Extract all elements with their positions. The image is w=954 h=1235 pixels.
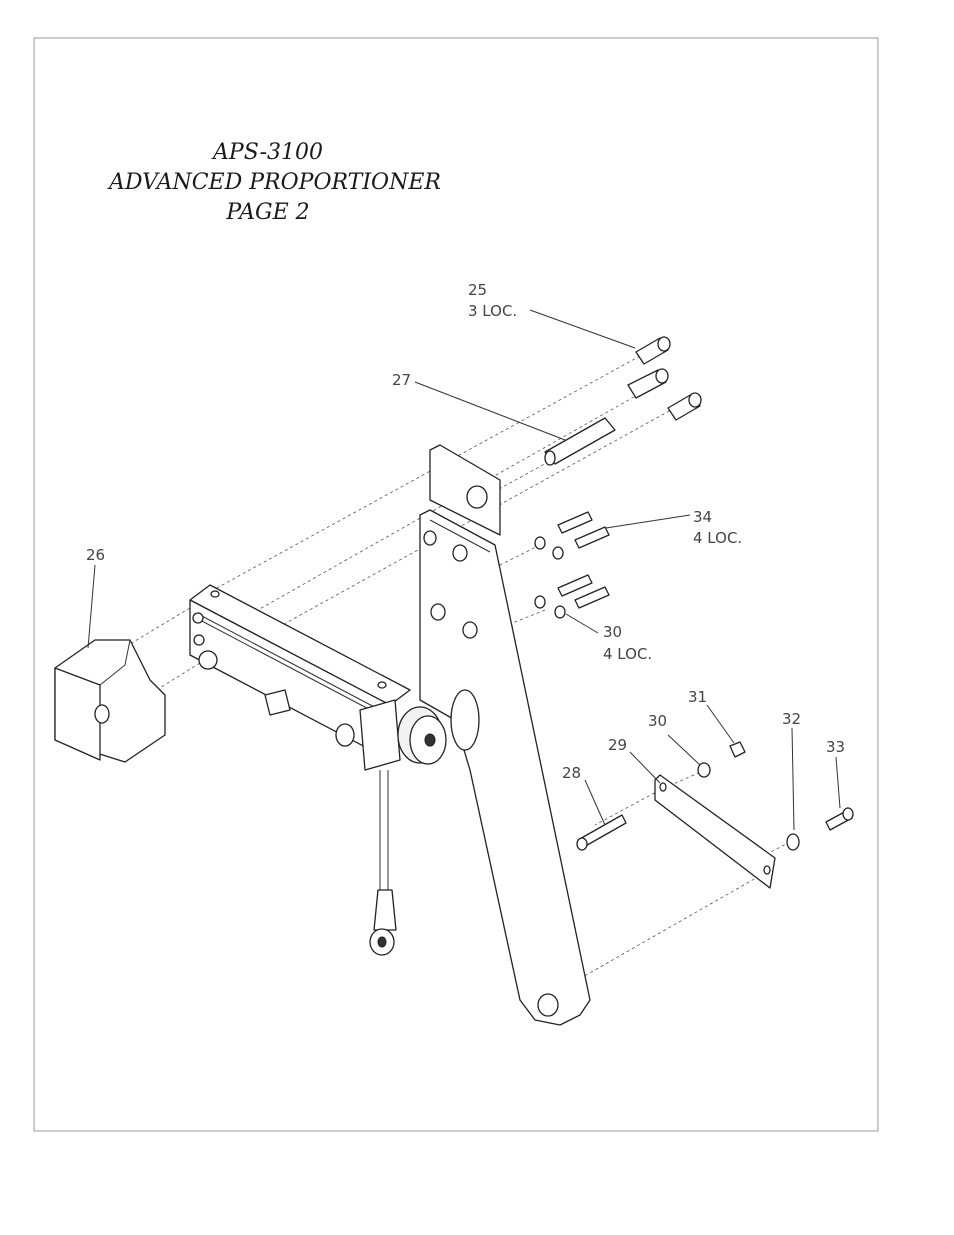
callout-34-loc: 4 LOC. xyxy=(693,529,742,547)
callout-33-number: 33 xyxy=(826,738,845,756)
title-model: APS-3100 xyxy=(211,140,323,165)
screw-25c xyxy=(668,393,701,420)
callout-30-loc: 4 LOC. xyxy=(603,645,652,663)
part-32-washer xyxy=(787,834,799,850)
part-30-washers xyxy=(535,537,565,618)
callout-30-number: 30 xyxy=(603,623,622,641)
callout-32-number: 32 xyxy=(782,710,801,728)
callout-34-number: 34 xyxy=(693,508,712,526)
part-34-screws xyxy=(558,512,609,608)
part-31-nut xyxy=(730,742,745,757)
screw-25b xyxy=(628,369,668,398)
callout-25-number: 25 xyxy=(468,281,487,299)
slide-rail-assembly xyxy=(190,585,446,955)
drawing-title: APS-3100 ADVANCED PROPORTIONER PAGE 2 xyxy=(107,140,441,225)
callout-31-number: 31 xyxy=(688,688,707,706)
callout-30-lower-number: 30 xyxy=(648,712,667,730)
callout-27-number: 27 xyxy=(392,371,411,389)
part-26-block xyxy=(55,640,165,762)
title-name: ADVANCED PROPORTIONER xyxy=(107,170,441,195)
callout-29-number: 29 xyxy=(608,736,627,754)
part-33-screw xyxy=(826,808,853,830)
screw-25a xyxy=(636,337,670,364)
part-28-screw xyxy=(577,815,626,850)
callout-28-number: 28 xyxy=(562,764,581,782)
part-29-link xyxy=(655,775,775,888)
callout-25-loc: 3 LOC. xyxy=(468,302,517,320)
title-page: PAGE 2 xyxy=(225,200,309,225)
part-25-screws xyxy=(628,337,701,420)
callout-26-number: 26 xyxy=(86,546,105,564)
